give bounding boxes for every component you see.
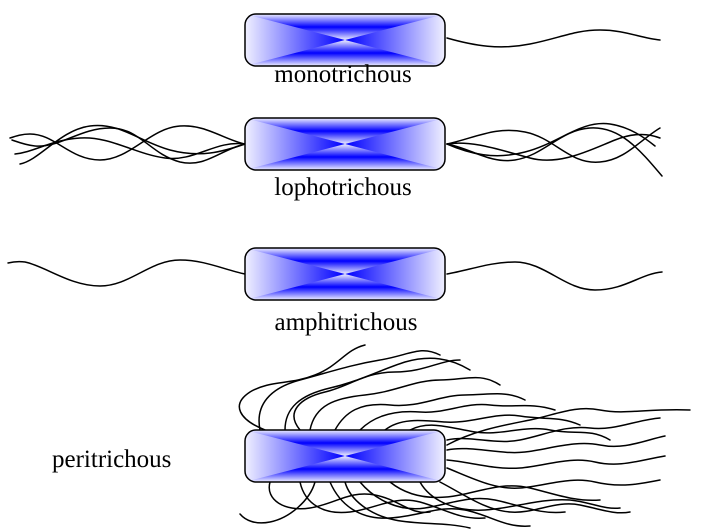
peritrichous-cell-body (244, 429, 446, 483)
lophotrichous-right-flagella (446, 122, 663, 177)
monotrichous-cell-body (244, 13, 446, 67)
amphitrichous-right-flagellum (446, 261, 663, 291)
lophotrichous-bacterium: lophotrichous (9, 117, 663, 201)
lophotrichous-left-flagella (9, 124, 246, 165)
lophotrichous-cell-body (244, 117, 446, 171)
monotrichous-label: monotrichous (274, 61, 412, 88)
peritrichous-label: peritrichous (52, 446, 171, 473)
amphitrichous-bacterium: amphitrichous (7, 247, 663, 336)
amphitrichous-label: amphitrichous (274, 309, 417, 336)
monotrichous-flagellum (446, 29, 661, 48)
peritrichous-bacterium: peritrichous (52, 344, 691, 529)
lophotrichous-label: lophotrichous (274, 174, 412, 201)
amphitrichous-left-flagellum (7, 259, 246, 287)
amphitrichous-cell-body (244, 247, 446, 301)
peritrichous-flagella (238, 344, 691, 529)
monotrichous-bacterium: monotrichous (244, 13, 661, 88)
